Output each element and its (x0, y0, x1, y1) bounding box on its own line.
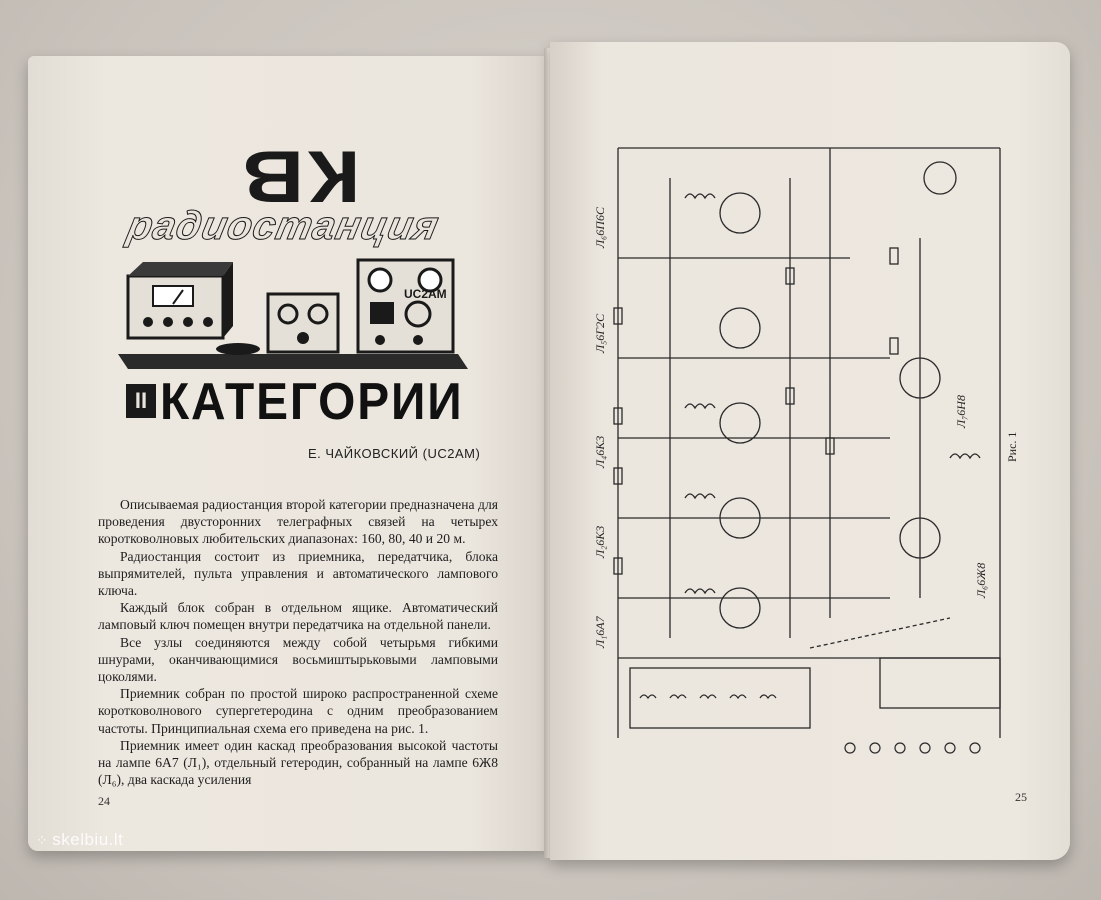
paragraph: Каждый блок собран в отдельном ящике. Ав… (98, 600, 498, 633)
title-roman-numeral: II (126, 384, 156, 418)
tube-label: Л₆6Ж8 (974, 563, 988, 599)
receiver-schematic-diagram: Л₆6П6С Л₅6Г2С Л₄6К3 Л₂6К3 Л₁6А7 Л₇6Н8 Л₆… (593, 147, 1001, 754)
page-number-left: 24 (98, 794, 110, 808)
right-page: Л₆6П6С Л₅6Г2С Л₄6К3 Л₂6К3 Л₁6А7 Л₇6Н8 Л₆… (550, 42, 1070, 860)
tube-label: Л₆6П6С (593, 206, 607, 249)
illustration-callsign: UC2AM (404, 287, 447, 301)
title-category: КАТЕГОРИИ (160, 373, 464, 431)
tube-label: Л₄6К3 (593, 436, 607, 469)
page-number-right: 25 (1015, 790, 1027, 804)
radio-equipment-illustration: UC2AM (118, 258, 468, 369)
watermark-text: skelbiu.lt (52, 830, 124, 849)
paragraph: Описываемая радиостанция второй категори… (98, 497, 498, 547)
tube-label: Л₇6Н8 (954, 395, 968, 429)
figure-caption: Рис. 1 (1005, 431, 1019, 462)
tube-label: Л₅6Г2С (593, 313, 607, 354)
left-page: КВ радиостанция (28, 56, 548, 851)
title-radiostation: радиостанция (123, 204, 444, 249)
paragraph: Приемник собран по простой широко распро… (98, 686, 498, 736)
watermark-logo-icon: ⁘ (36, 832, 49, 848)
open-booklet: КВ радиостанция (28, 40, 1073, 860)
site-watermark: ⁘skelbiu.lt (36, 830, 123, 850)
tube-label: Л₁6А7 (593, 615, 607, 649)
article-author: Е. ЧАЙКОВСКИЙ (UC2AM) (308, 446, 481, 461)
article-body: Описываемая радиостанция второй категори… (98, 496, 498, 788)
paragraph: Приемник имеет один каскад преобразовани… (98, 737, 498, 788)
paragraph: Все узлы соединяются между собой четырьм… (98, 634, 498, 685)
tube-label: Л₂6К3 (593, 526, 607, 559)
article-title-block: КВ радиостанция (88, 126, 488, 431)
paragraph: Радиостанция состоит из приемника, перед… (98, 548, 498, 599)
